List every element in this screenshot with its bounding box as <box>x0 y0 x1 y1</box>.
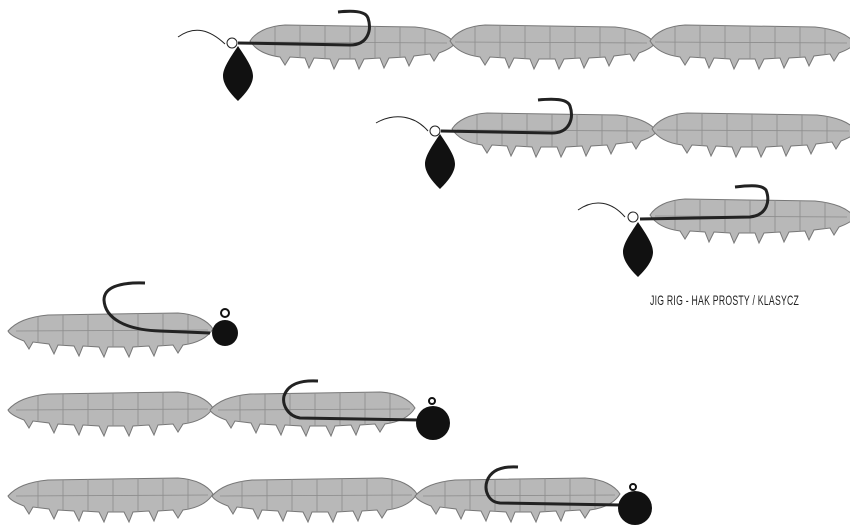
jig-head <box>212 320 238 346</box>
jig-head <box>618 491 652 525</box>
rig-caption: JIG RIG - HAK PROSTY / KLASYCZ <box>650 292 774 308</box>
jig-head <box>416 406 450 440</box>
